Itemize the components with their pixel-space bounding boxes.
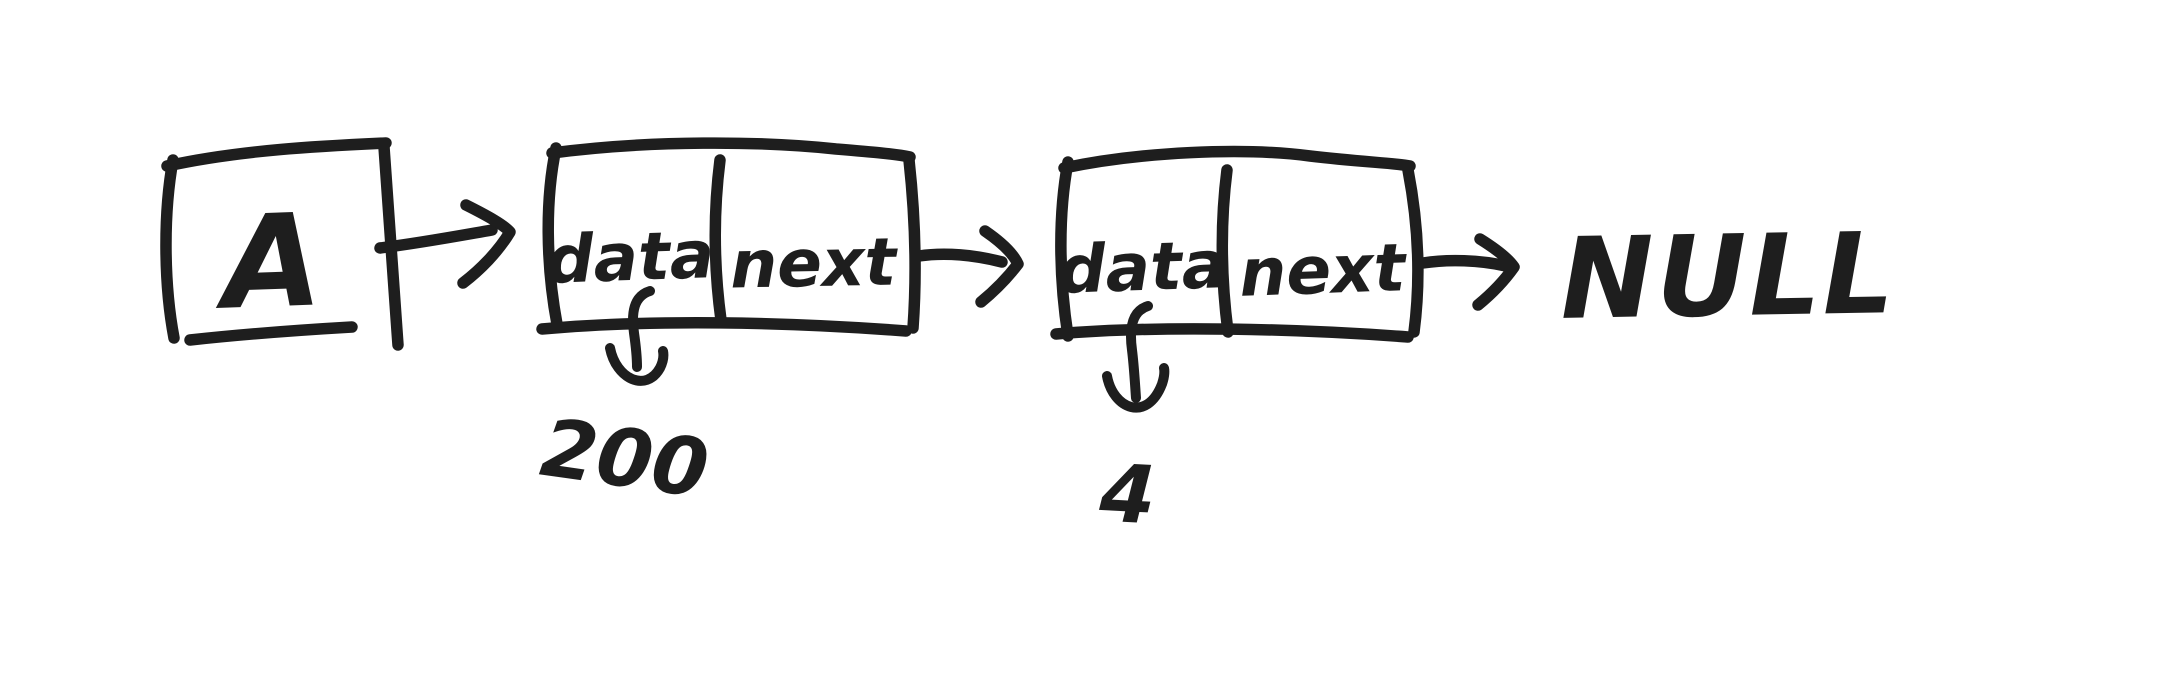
node2-value: 4 [1097, 447, 1158, 543]
arrow-head-chevron [1472, 233, 1520, 311]
node1-down-arrow-head [605, 343, 669, 386]
node1-next-cell-label: next [729, 224, 899, 304]
null-terminator-label: NULL [1559, 209, 1897, 345]
node1-right-edge [903, 154, 921, 334]
node1-data-cell-label: data [545, 216, 715, 299]
node2-top-edge [1058, 145, 1416, 174]
node2-data-cell-label: data [1057, 226, 1227, 309]
arrow-node1-to-node2 [913, 225, 1024, 308]
node2-value-pointer: 4 [1097, 301, 1170, 543]
node1-cell-divider [709, 154, 727, 326]
node1-down-arrow-stem [627, 286, 655, 372]
node2-box: data next [1050, 145, 1424, 343]
node1-value-pointer: 200 [536, 286, 714, 516]
arrow-head-chevron [975, 225, 1024, 308]
node1-left-edge [542, 142, 563, 330]
arrow-head-chevron [457, 199, 516, 289]
node1-top-edge [546, 137, 916, 163]
node2-right-edge [1402, 164, 1424, 338]
head-pointer-box: A [160, 137, 404, 351]
arrow-shaft [374, 224, 498, 254]
arrow-shaft [913, 248, 1008, 268]
head-box-top-edge [161, 137, 392, 172]
head-box-left-edge [160, 154, 180, 344]
node1-value: 200 [536, 401, 714, 516]
head-box-bottom-edge [184, 321, 358, 346]
node2-down-arrow-head [1102, 363, 1170, 413]
node2-cell-divider [1216, 164, 1234, 338]
head-pointer-label: A [211, 186, 324, 339]
node2-next-cell-label: next [1238, 229, 1409, 312]
node2-left-edge [1055, 156, 1074, 342]
node1-box: data next [536, 137, 921, 337]
arrow-shaft [1417, 254, 1512, 272]
arrow-node2-to-null [1417, 233, 1520, 311]
arrow-head-to-node1 [374, 199, 516, 289]
node2-down-arrow-stem [1125, 301, 1153, 403]
